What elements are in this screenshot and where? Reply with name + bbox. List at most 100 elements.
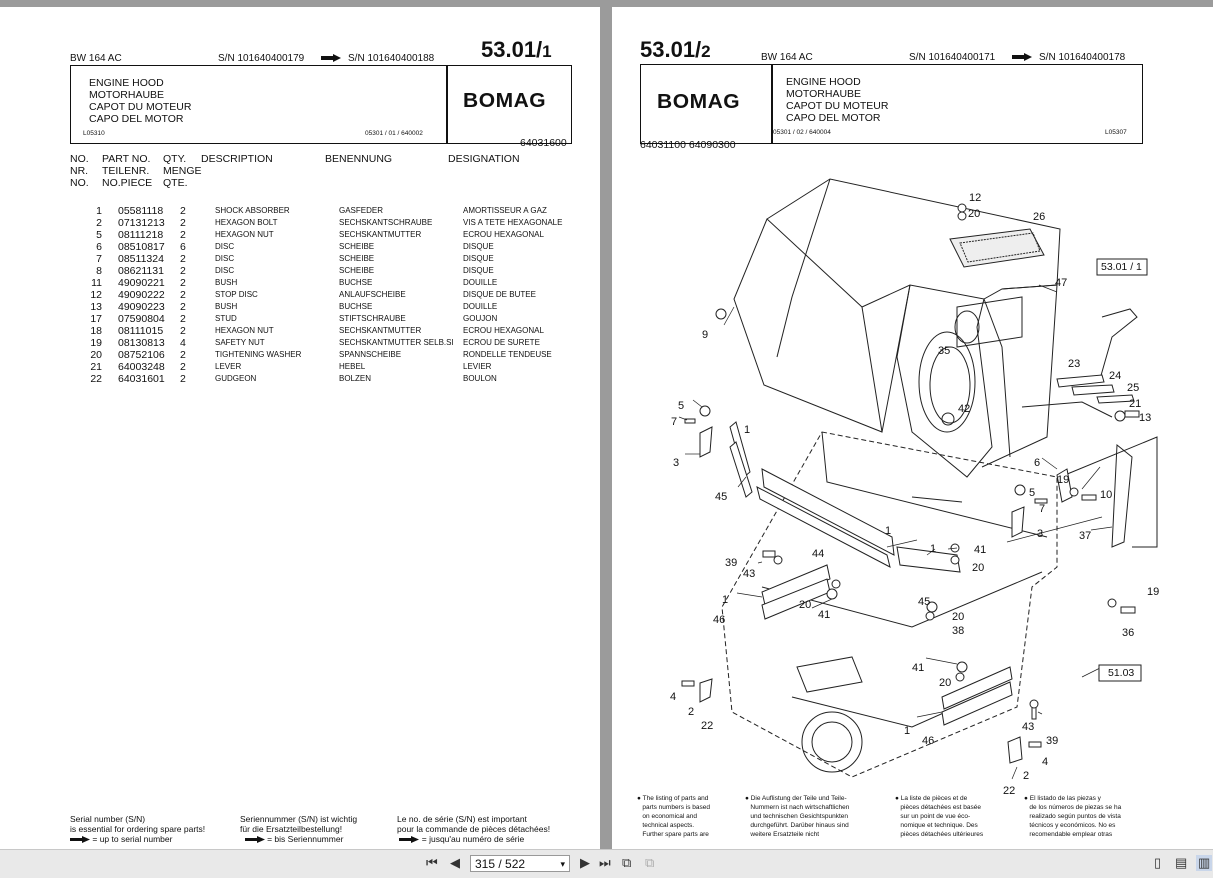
col-header-description: DESCRIPTION (201, 153, 273, 165)
first-page-icon[interactable]: ⏮ (426, 855, 438, 870)
title-block: ENGINE HOOD MOTORHAUBE CAPOT DU MOTEUR C… (89, 77, 192, 125)
assembly-number: 64031600 (520, 137, 567, 149)
parts-cell-desc: DISC (215, 266, 235, 275)
svg-text:24: 24 (1109, 370, 1121, 382)
two-page-view-icon[interactable]: ▥ (1196, 855, 1213, 871)
parts-cell-qty: 2 (180, 289, 186, 301)
parts-cell-qty: 2 (180, 265, 186, 277)
parts-cell-ben: SCHEIBE (339, 242, 375, 251)
col-header-no: NO.NR.NO. (70, 153, 89, 189)
note-german: ● Die Auflistung der Teile und Teile- Nu… (745, 795, 850, 838)
parts-cell-no: 7 (96, 253, 102, 265)
parts-cell-no: 6 (96, 241, 102, 253)
serial-to: S/N 101640400188 (348, 53, 435, 64)
svg-text:9: 9 (702, 329, 708, 341)
svg-text:41: 41 (912, 662, 924, 674)
parts-cell-ben: HEBEL (339, 362, 366, 371)
parts-cell-part: 07590804 (118, 313, 165, 325)
parts-cell-part: 08511324 (118, 253, 164, 265)
header-box: BOMAG ENGINE HOOD MOTORHAUBE CAPOT DU MO… (640, 64, 1143, 144)
parts-cell-qty: 2 (180, 325, 186, 337)
svg-text:12: 12 (969, 192, 981, 204)
chevron-down-icon[interactable]: ▾ (560, 859, 565, 869)
parts-cell-desc: BUSH (215, 302, 238, 311)
parts-cell-no: 17 (90, 313, 102, 325)
svg-text:41: 41 (974, 544, 986, 556)
assembly-numbers: 64031100 64090300 (640, 139, 736, 151)
svg-text:6: 6 (1034, 457, 1040, 469)
parts-cell-desc: HEXAGON BOLT (215, 218, 278, 227)
parts-cell-qty: 4 (180, 337, 186, 349)
svg-text:44: 44 (812, 548, 824, 560)
svg-text:20: 20 (972, 562, 984, 574)
parts-cell-desc: SHOCK ABSORBER (215, 206, 290, 215)
page-number-input[interactable]: 315 / 522 ▾ (470, 855, 570, 872)
model-label: BW 164 AC (761, 52, 813, 63)
parts-cell-qty: 2 (180, 373, 186, 385)
svg-text:22: 22 (701, 720, 713, 732)
parts-cell-desc: TIGHTENING WASHER (215, 350, 302, 359)
drawing-code: L05310 (83, 130, 105, 137)
parts-cell-qty: 2 (180, 361, 186, 373)
arrow-right-icon (399, 836, 420, 844)
arrow-right-icon (70, 836, 90, 844)
back-view-icon[interactable]: ⧉ (622, 855, 632, 870)
continuous-view-icon[interactable]: ▤ (1175, 855, 1188, 870)
next-page-icon[interactable]: ▶ (580, 855, 590, 870)
parts-cell-desc: HEXAGON NUT (215, 230, 274, 239)
svg-text:22: 22 (1003, 785, 1015, 797)
svg-text:2: 2 (688, 706, 694, 718)
parts-cell-des: DISQUE (463, 254, 494, 263)
parts-cell-ben: SCHEIBE (339, 266, 375, 275)
model-label: BW 164 AC (70, 53, 122, 64)
forward-view-icon[interactable]: ⧉ (645, 855, 655, 870)
fastener-drawings (681, 203, 1140, 764)
catalog-page-left: BW 164 AC S/N 101640400179 S/N 101640400… (0, 7, 600, 849)
parts-cell-des: VIS A TETE HEXAGONALE (463, 218, 563, 227)
parts-cell-des: DISQUE (463, 266, 494, 275)
parts-cell-no: 8 (96, 265, 102, 277)
previous-page-icon[interactable]: ◀ (450, 855, 460, 870)
svg-text:23: 23 (1068, 358, 1080, 370)
parts-cell-ben: BOLZEN (339, 374, 372, 383)
svg-text:19: 19 (1057, 474, 1069, 486)
svg-text:36: 36 (1122, 627, 1134, 639)
parts-cell-no: 12 (90, 289, 102, 301)
parts-cell-part: 08510817 (118, 241, 165, 253)
page-number: 53.01/1 (481, 37, 552, 62)
svg-text:5: 5 (678, 400, 684, 412)
single-page-view-icon[interactable]: ▯ (1154, 855, 1162, 870)
svg-text:39: 39 (725, 557, 737, 569)
parts-cell-no: 1 (96, 205, 102, 217)
svg-text:13: 13 (1139, 412, 1151, 424)
svg-text:5: 5 (1029, 487, 1035, 499)
parts-cell-part: 49090221 (118, 277, 165, 289)
parts-cell-desc: DISC (215, 254, 235, 263)
parts-cell-ben: GASFEDER (339, 206, 384, 215)
svg-text:45: 45 (715, 491, 727, 503)
parts-cell-des: AMORTISSEUR A GAZ (463, 206, 547, 215)
parts-cell-ben: ANLAUFSCHEIBE (339, 290, 406, 299)
svg-text:4: 4 (670, 691, 676, 703)
parts-cell-des: BOULON (463, 374, 497, 383)
svg-text:21: 21 (1129, 398, 1141, 410)
parts-cell-desc: DISC (215, 242, 235, 251)
parts-cell-part: 08130813 (118, 337, 165, 349)
svg-text:1: 1 (744, 424, 750, 436)
parts-cell-part: 08111015 (118, 325, 164, 337)
svg-text:1: 1 (885, 525, 891, 537)
engine-hood-drawing (733, 178, 1061, 478)
arrow-right-icon (244, 836, 265, 844)
last-page-icon[interactable]: ⏭ (599, 855, 611, 870)
svg-text:3: 3 (673, 457, 679, 469)
parts-cell-no: 18 (90, 325, 102, 337)
drawing-reference: 05301 / 01 / 640002 (365, 130, 423, 137)
